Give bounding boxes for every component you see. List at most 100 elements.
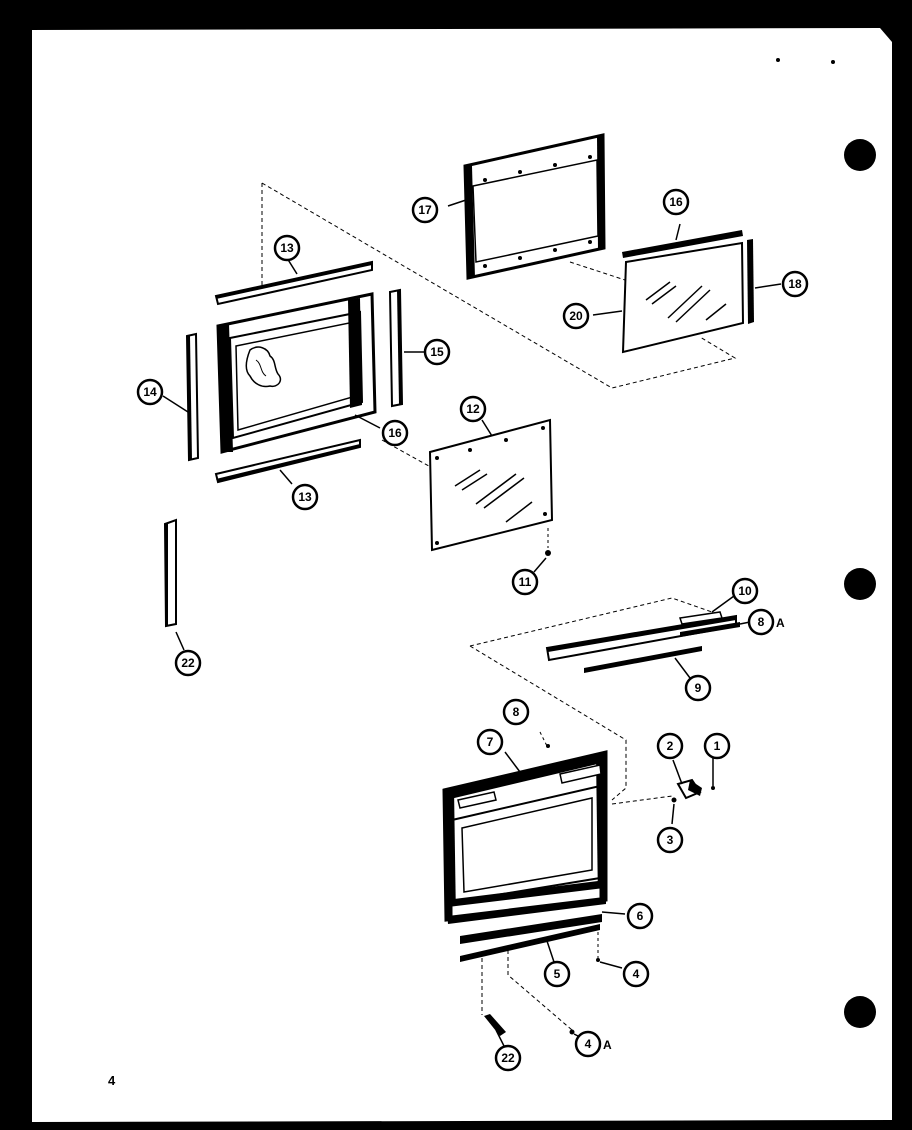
callout-circle bbox=[656, 826, 684, 854]
callout-circle bbox=[684, 674, 712, 702]
callout-12: 12 bbox=[459, 395, 487, 423]
part-16-trim-strip-top bbox=[622, 223, 743, 258]
part-22-clip-lower bbox=[484, 1014, 506, 1047]
callout-16: 16 bbox=[381, 419, 409, 447]
callout-number: 2 bbox=[667, 739, 674, 753]
assembly-guide-lines bbox=[261, 182, 737, 1031]
callout-number: 13 bbox=[280, 241, 294, 255]
callout-8: 8 bbox=[502, 698, 530, 726]
part-3-washer bbox=[671, 797, 677, 825]
callout-number: 6 bbox=[637, 909, 644, 923]
callout-4: 4 bbox=[622, 960, 650, 988]
callout-number: 13 bbox=[298, 490, 312, 504]
binder-hole bbox=[844, 568, 876, 600]
callout-circle bbox=[511, 568, 539, 596]
callout-circle bbox=[622, 960, 650, 988]
callout-number: 8 bbox=[758, 615, 765, 629]
callout-circle bbox=[502, 698, 530, 726]
part-15-side-trim bbox=[388, 288, 424, 408]
callout-circle bbox=[476, 728, 504, 756]
part-2-handle-knob bbox=[672, 759, 702, 800]
callout-number: 18 bbox=[788, 277, 802, 291]
binder-hole bbox=[844, 139, 876, 171]
callout-circle bbox=[136, 378, 164, 406]
part-12-door-glass bbox=[428, 418, 554, 552]
page-number: 4 bbox=[108, 1073, 116, 1088]
callout-number: 15 bbox=[430, 345, 444, 359]
callout-10: 10 bbox=[731, 577, 759, 605]
callout-circle bbox=[656, 732, 684, 760]
callout-16: 16 bbox=[662, 188, 690, 216]
callout-3: 3 bbox=[656, 826, 684, 854]
part-7-oven-door bbox=[442, 750, 608, 924]
callout-circle bbox=[562, 302, 590, 330]
callout-6: 6 bbox=[626, 902, 654, 930]
part-13-trim-bottom bbox=[214, 438, 361, 485]
callout-suffix: A bbox=[603, 1038, 612, 1052]
callout-13: 13 bbox=[291, 483, 319, 511]
callout-11: 11 bbox=[511, 568, 539, 596]
callout-circle bbox=[543, 960, 571, 988]
speck bbox=[776, 58, 780, 62]
callout-13: 13 bbox=[273, 234, 301, 262]
part-4-screw bbox=[596, 932, 623, 969]
callout-number: 1 bbox=[714, 739, 721, 753]
callout-20: 20 bbox=[562, 302, 590, 330]
callout-7: 7 bbox=[476, 728, 504, 756]
callout-circle bbox=[494, 1044, 522, 1072]
callout-number: 16 bbox=[669, 195, 683, 209]
callout-number: 17 bbox=[418, 203, 432, 217]
callout-number: 10 bbox=[738, 584, 752, 598]
callout-circle bbox=[381, 419, 409, 447]
callout-number: 14 bbox=[143, 385, 157, 399]
callout-circle bbox=[703, 732, 731, 760]
part-1-screw bbox=[711, 758, 715, 790]
callout-15: 15 bbox=[423, 338, 451, 366]
speck bbox=[831, 60, 835, 64]
callout-1: 1 bbox=[703, 732, 731, 760]
part-8-screw bbox=[539, 731, 550, 749]
part-20-glass-panel bbox=[592, 241, 745, 354]
callout-number: 22 bbox=[501, 1051, 515, 1065]
callout-9: 9 bbox=[684, 674, 712, 702]
callout-circle bbox=[423, 338, 451, 366]
callout-circle bbox=[662, 188, 690, 216]
callout-suffix: A bbox=[776, 616, 785, 630]
binder-hole bbox=[844, 996, 876, 1028]
callout-18: 18 bbox=[781, 270, 809, 298]
part-13-trim-top bbox=[214, 257, 373, 306]
part-17-inner-panel bbox=[447, 133, 606, 280]
callout-number: 9 bbox=[695, 681, 702, 695]
callout-22: 22 bbox=[174, 649, 202, 677]
callout-number: 16 bbox=[388, 426, 402, 440]
callout-circle bbox=[411, 196, 439, 224]
callout-number: 4 bbox=[585, 1037, 592, 1051]
callout-2: 2 bbox=[656, 732, 684, 760]
callout-number: 11 bbox=[519, 575, 532, 589]
callout-14: 14 bbox=[136, 378, 164, 406]
part-5-kick-strip bbox=[460, 924, 600, 963]
callout-circle bbox=[747, 608, 775, 636]
callout-22: 22 bbox=[494, 1044, 522, 1072]
callout-circle bbox=[626, 902, 654, 930]
part-14-side-trim bbox=[162, 332, 200, 462]
part-18-trim-strip-side bbox=[747, 239, 782, 324]
callout-circle bbox=[781, 270, 809, 298]
part-6-bottom-trim bbox=[460, 911, 626, 944]
callout-number: 5 bbox=[554, 967, 561, 981]
callout-number: 20 bbox=[569, 309, 583, 323]
callout-circle bbox=[291, 483, 319, 511]
part-16-outer-frame bbox=[216, 292, 381, 454]
callout-number: 3 bbox=[667, 833, 674, 847]
callout-circle bbox=[574, 1030, 602, 1058]
callout-17: 17 bbox=[411, 196, 439, 224]
part-22-upright-strip bbox=[163, 518, 185, 651]
callout-circle bbox=[174, 649, 202, 677]
part-11-fastener bbox=[533, 528, 551, 573]
callout-number: 4 bbox=[633, 967, 640, 981]
callout-number: 12 bbox=[466, 402, 480, 416]
